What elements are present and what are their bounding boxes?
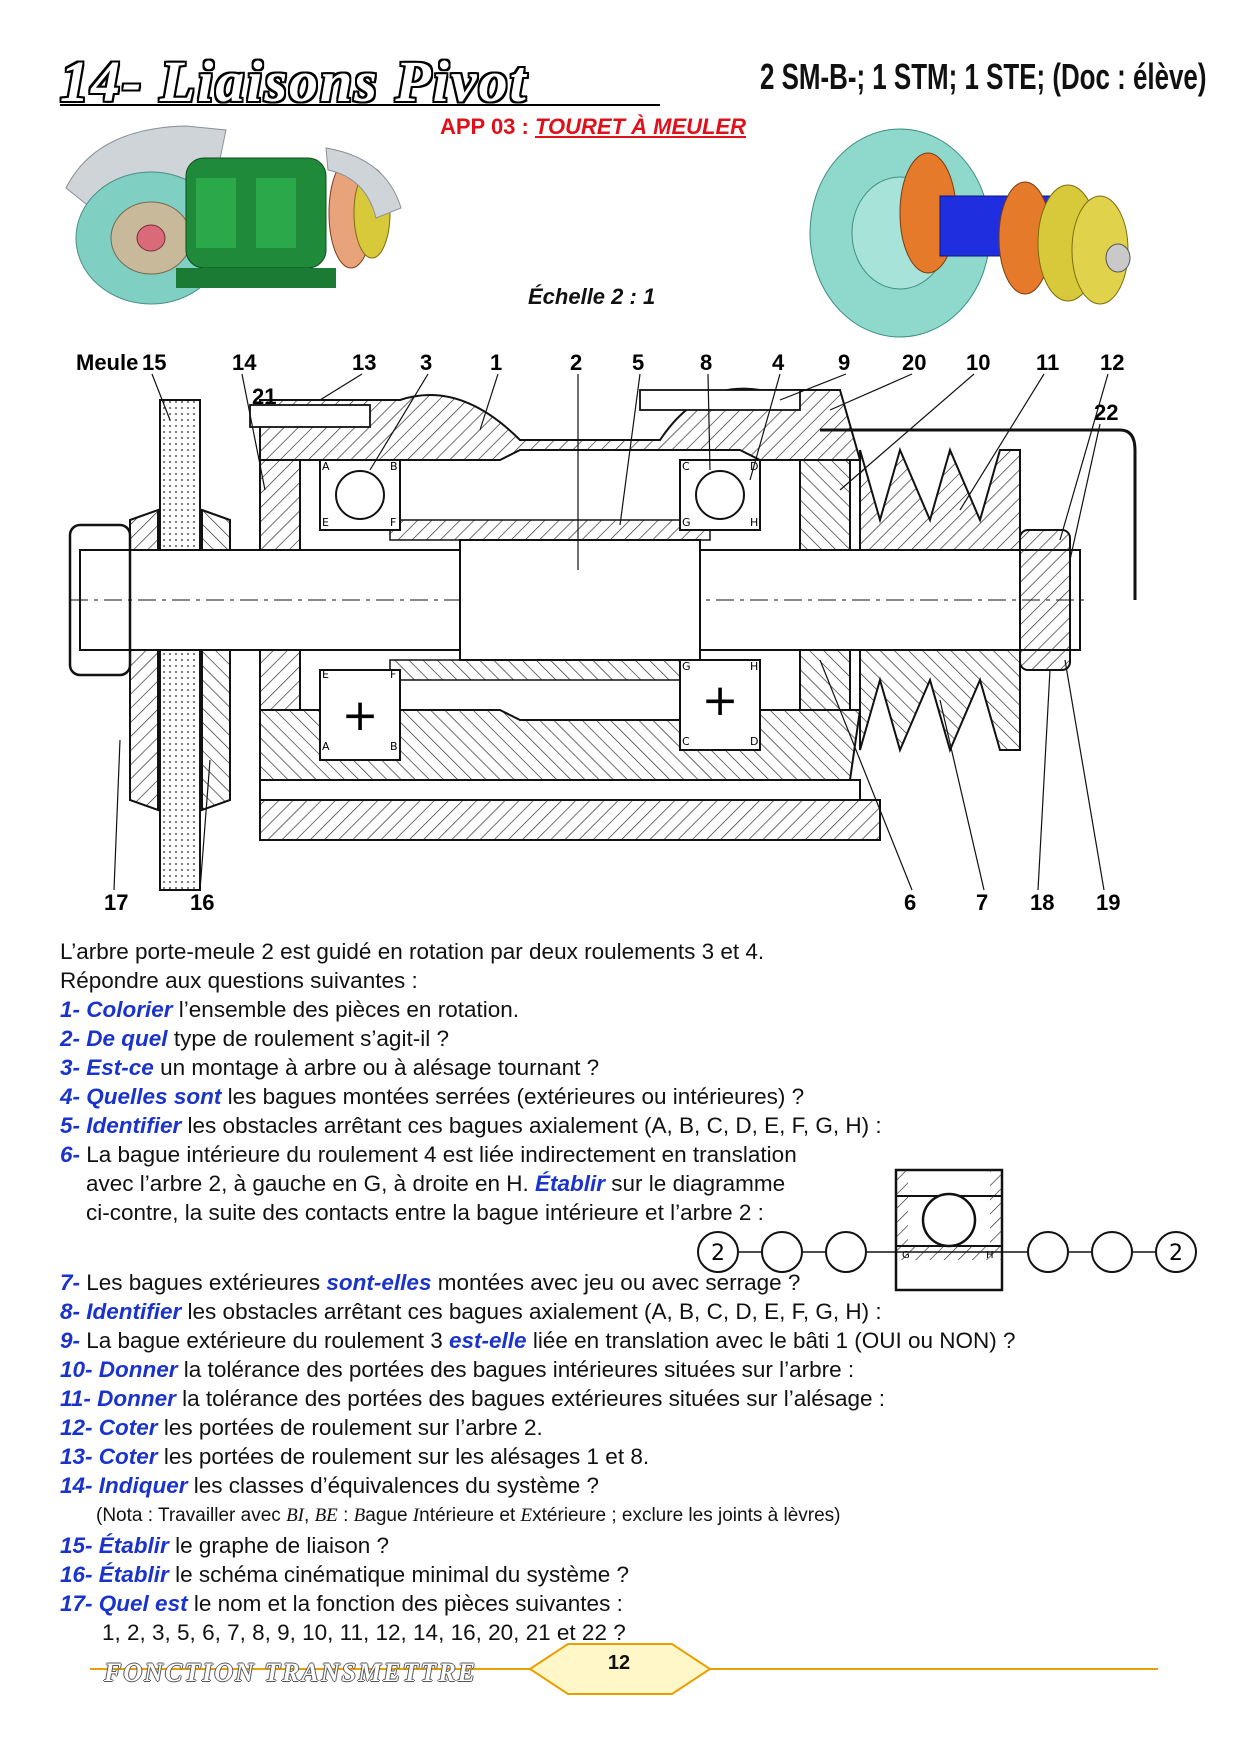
footer-title: FONCTION TRANSMETTRE	[104, 1658, 477, 1687]
question-13: 13- Coter les portées de roulement sur l…	[60, 1444, 650, 1469]
letter-b-top: B	[390, 460, 398, 473]
question-5: 5- Identifier les obstacles arrêtant ces…	[60, 1113, 882, 1138]
svg-text:+: +	[702, 675, 739, 726]
letter-f-bottom: F	[390, 668, 396, 681]
assembly-drawing: + + A B E F A B E F C D G H G H C D Meul…	[68, 350, 1137, 915]
page-number: 12	[607, 1652, 631, 1674]
question-6-line-2: avec l’arbre 2, à gauche en G, à droite …	[86, 1171, 786, 1196]
diagram-h-label: H	[986, 1250, 994, 1261]
page-title: 14- Liaisons Pivot	[60, 49, 528, 114]
app-name: TOURET À MEULER	[534, 114, 747, 139]
letter-f-top: F	[390, 516, 396, 529]
callout-12: 12	[1100, 350, 1124, 375]
callout-17: 17	[104, 890, 128, 915]
app-heading: APP 03 : TOURET À MEULER	[440, 114, 746, 140]
callout-18: 18	[1030, 890, 1054, 915]
letter-b-bottom: B	[390, 740, 398, 753]
callout-11: 11	[1036, 350, 1059, 375]
letter-e-bottom: E	[322, 668, 329, 681]
callout-21: 21	[252, 384, 276, 409]
diagram-g-label: G	[902, 1250, 910, 1261]
callout-8: 8	[700, 350, 712, 375]
letter-g-top: G	[682, 516, 691, 529]
parts-list: 1, 2, 3, 5, 6, 7, 8, 9, 10, 11, 12, 14, …	[102, 1620, 626, 1645]
class-levels: 2 SM-B-; 1 STM; 1 STE; (Doc : élève)	[760, 56, 1207, 97]
callout-3: 3	[420, 350, 432, 375]
question-12: 12- Coter les portées de roulement sur l…	[60, 1415, 543, 1440]
callout-6: 6	[904, 890, 916, 915]
question-9: 9- La bague extérieure du roulement 3 es…	[60, 1328, 1016, 1353]
question-3: 3- Est-ce un montage à arbre ou à alésag…	[60, 1055, 600, 1080]
question-10: 10- Donner la tolérance des portées des …	[60, 1357, 855, 1382]
question-6-line-3: ci-contre, la suite des contacts entre l…	[86, 1200, 764, 1225]
question-16: 16- Établir le schéma cinématique minima…	[60, 1562, 630, 1587]
intro-line-2: Répondre aux questions suivantes :	[60, 968, 418, 993]
letter-a-bottom: A	[322, 740, 330, 753]
letter-e-top: E	[322, 516, 329, 529]
app-prefix: APP 03 :	[440, 114, 529, 139]
callout-20: 20	[902, 350, 926, 375]
callout-19: 19	[1096, 890, 1120, 915]
scale-label: Échelle 2 : 1	[528, 284, 656, 309]
svg-text:+: +	[342, 690, 379, 741]
question-1: 1- Colorier l’ensemble des pièces en rot…	[60, 997, 520, 1022]
question-11: 11- Donner la tolérance des portées des …	[60, 1386, 886, 1411]
callout-5: 5	[632, 350, 644, 375]
grinder-3d-image	[65, 125, 402, 305]
question-17: 17- Quel est le nom et la fonction des p…	[60, 1591, 623, 1616]
diagram-node-left: 2	[711, 1241, 725, 1266]
callout-1: 1	[490, 350, 502, 375]
question-14: 14- Indiquer les classes d’équivalences …	[60, 1473, 600, 1498]
callout-13: 13	[352, 350, 376, 375]
question-15: 15- Établir le graphe de liaison ?	[60, 1533, 389, 1558]
question-4: 4- Quelles sont les bagues montées serré…	[60, 1084, 805, 1109]
letter-c-bottom: C	[682, 735, 690, 748]
callout-16: 16	[190, 890, 214, 915]
letter-g-bottom: G	[682, 660, 691, 673]
question-2: 2- De quel type de roulement s’agit-il ?	[60, 1026, 449, 1051]
page-number-badge	[528, 1643, 712, 1695]
question-6: 6- La bague intérieure du roulement 4 es…	[60, 1142, 797, 1167]
letter-h-top: H	[750, 516, 758, 529]
question-8: 8- Identifier les obstacles arrêtant ces…	[60, 1299, 882, 1324]
meule-label: Meule	[76, 350, 138, 375]
callout-14: 14	[232, 350, 257, 375]
footer-line-left	[90, 1668, 530, 1670]
nota-line: (Nota : Travailler avec BI, BE : Bague I…	[96, 1505, 841, 1526]
intro-line-1: L’arbre porte-meule 2 est guidé en rotat…	[60, 939, 765, 964]
diagram-node-right: 2	[1169, 1241, 1183, 1266]
callout-9: 9	[838, 350, 850, 375]
letter-d-bottom: D	[750, 735, 758, 748]
letter-a-top: A	[322, 460, 330, 473]
footer-line-right	[708, 1668, 1158, 1670]
title-underline	[60, 104, 660, 106]
letter-c-top: C	[682, 460, 690, 473]
callout-2: 2	[570, 350, 582, 375]
callout-10: 10	[966, 350, 990, 375]
contact-diagram: G H 2 2	[697, 1168, 1197, 1292]
callout-4: 4	[772, 350, 785, 375]
spindle-3d-image	[809, 128, 1131, 338]
question-7: 7- Les bagues extérieures sont-elles mon…	[60, 1270, 801, 1295]
callout-15: 15	[142, 350, 166, 375]
callout-22: 22	[1094, 400, 1118, 425]
letter-h-bottom: H	[750, 660, 758, 673]
callout-7: 7	[976, 890, 988, 915]
